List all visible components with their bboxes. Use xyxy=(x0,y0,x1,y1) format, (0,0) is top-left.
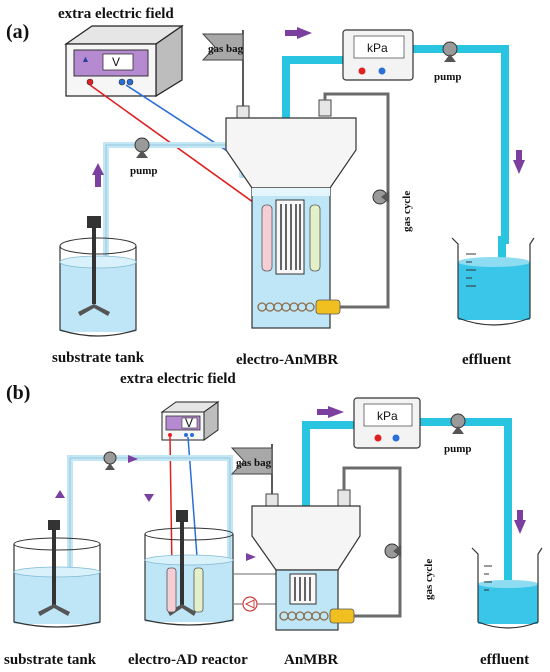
substrate-label-a: substrate tank xyxy=(52,350,145,366)
ad-reactor-label-b: electro-AD reactor xyxy=(128,652,248,668)
gas-bag-a: gas bag xyxy=(201,30,250,119)
gas-cycle-label-b: gas cycle xyxy=(423,559,435,600)
pump-in-a: pump xyxy=(130,137,158,177)
flow-arrow-a0 xyxy=(92,163,104,175)
flow-arrow-a1-shaft xyxy=(285,30,298,36)
pump-out-label-b: pump xyxy=(444,443,472,455)
substrate-tank-a xyxy=(59,216,137,337)
anmbr-reactor-b xyxy=(251,505,361,631)
effluent-pipe-b2 xyxy=(420,418,512,600)
effluent-label-b: effluent xyxy=(480,652,529,668)
flow-arrow-b3 xyxy=(246,553,256,561)
panel-b-tag: (b) xyxy=(6,382,30,404)
supply-display-b: V xyxy=(185,416,193,430)
electro-ad-reactor xyxy=(144,510,234,626)
panel-b: (b) extra electric field V xyxy=(4,371,543,668)
return-pump-b xyxy=(242,596,258,612)
effluent-beaker-b xyxy=(471,547,543,629)
gas-bag-b: gas bag xyxy=(230,444,279,507)
substrate-label-b: substrate tank xyxy=(4,652,97,668)
reactor-label-b: AnMBR xyxy=(284,652,338,668)
electro-anmbr-reactor xyxy=(225,117,357,329)
meter-label-b: kPa xyxy=(377,409,398,423)
flow-arrow-a1 xyxy=(297,27,312,39)
pressure-meter-a: kPa xyxy=(342,29,414,81)
electric-field-label-a: extra electric field xyxy=(58,6,174,22)
panel-a-tag: (a) xyxy=(6,21,29,43)
svg-text:▲: ▲ xyxy=(81,54,90,64)
flow-arrow-b5 xyxy=(514,520,526,534)
gas-port-a xyxy=(318,99,332,117)
gas-cycle-line-a xyxy=(323,92,390,309)
pressure-meter-b: kPa xyxy=(353,397,421,449)
reactor-label-a: electro-AnMBR xyxy=(236,352,338,368)
flow-arrow-a2-shaft xyxy=(516,150,522,164)
pump-out-b: pump xyxy=(444,413,472,455)
gas-cycle-pump-b xyxy=(384,543,401,559)
electric-field-label-b: extra electric field xyxy=(120,371,236,387)
pump-out-a: pump xyxy=(434,41,462,83)
feed-pipe-b-edge xyxy=(69,457,231,580)
flow-arrow-b5-shaft xyxy=(517,510,523,522)
gas-bag-label-a: gas bag xyxy=(208,43,244,55)
power-supply-b: V xyxy=(160,401,220,441)
effluent-label-a: effluent xyxy=(462,352,511,368)
gas-cycle-pump-a xyxy=(372,189,389,205)
pump-in-b xyxy=(103,451,117,470)
flow-arrow-b1 xyxy=(55,490,65,498)
substrate-tank-b xyxy=(13,520,101,628)
meter-label-a: kPa xyxy=(367,41,388,55)
supply-display-a: V xyxy=(112,55,120,69)
power-supply-a: V ▲ xyxy=(64,24,184,98)
gas-bag-label-b: gas bag xyxy=(236,457,272,469)
gas-cycle-label-a: gas cycle xyxy=(401,191,413,232)
gas-port-b xyxy=(337,489,351,507)
flow-arrow-a0-shaft xyxy=(95,175,101,187)
flow-arrow-b4 xyxy=(328,406,344,418)
flow-arrow-b2 xyxy=(144,494,154,502)
gas-cycle-line-b xyxy=(342,466,402,618)
effluent-beaker-a xyxy=(451,237,535,326)
flow-arrow-b4-shaft xyxy=(317,409,329,415)
pump-out-label-a: pump xyxy=(434,71,462,83)
panel-a: (a) extra electric field V ▲ xyxy=(6,6,535,368)
pump-in-label-a: pump xyxy=(130,165,158,177)
flow-arrow-b0 xyxy=(128,455,138,463)
